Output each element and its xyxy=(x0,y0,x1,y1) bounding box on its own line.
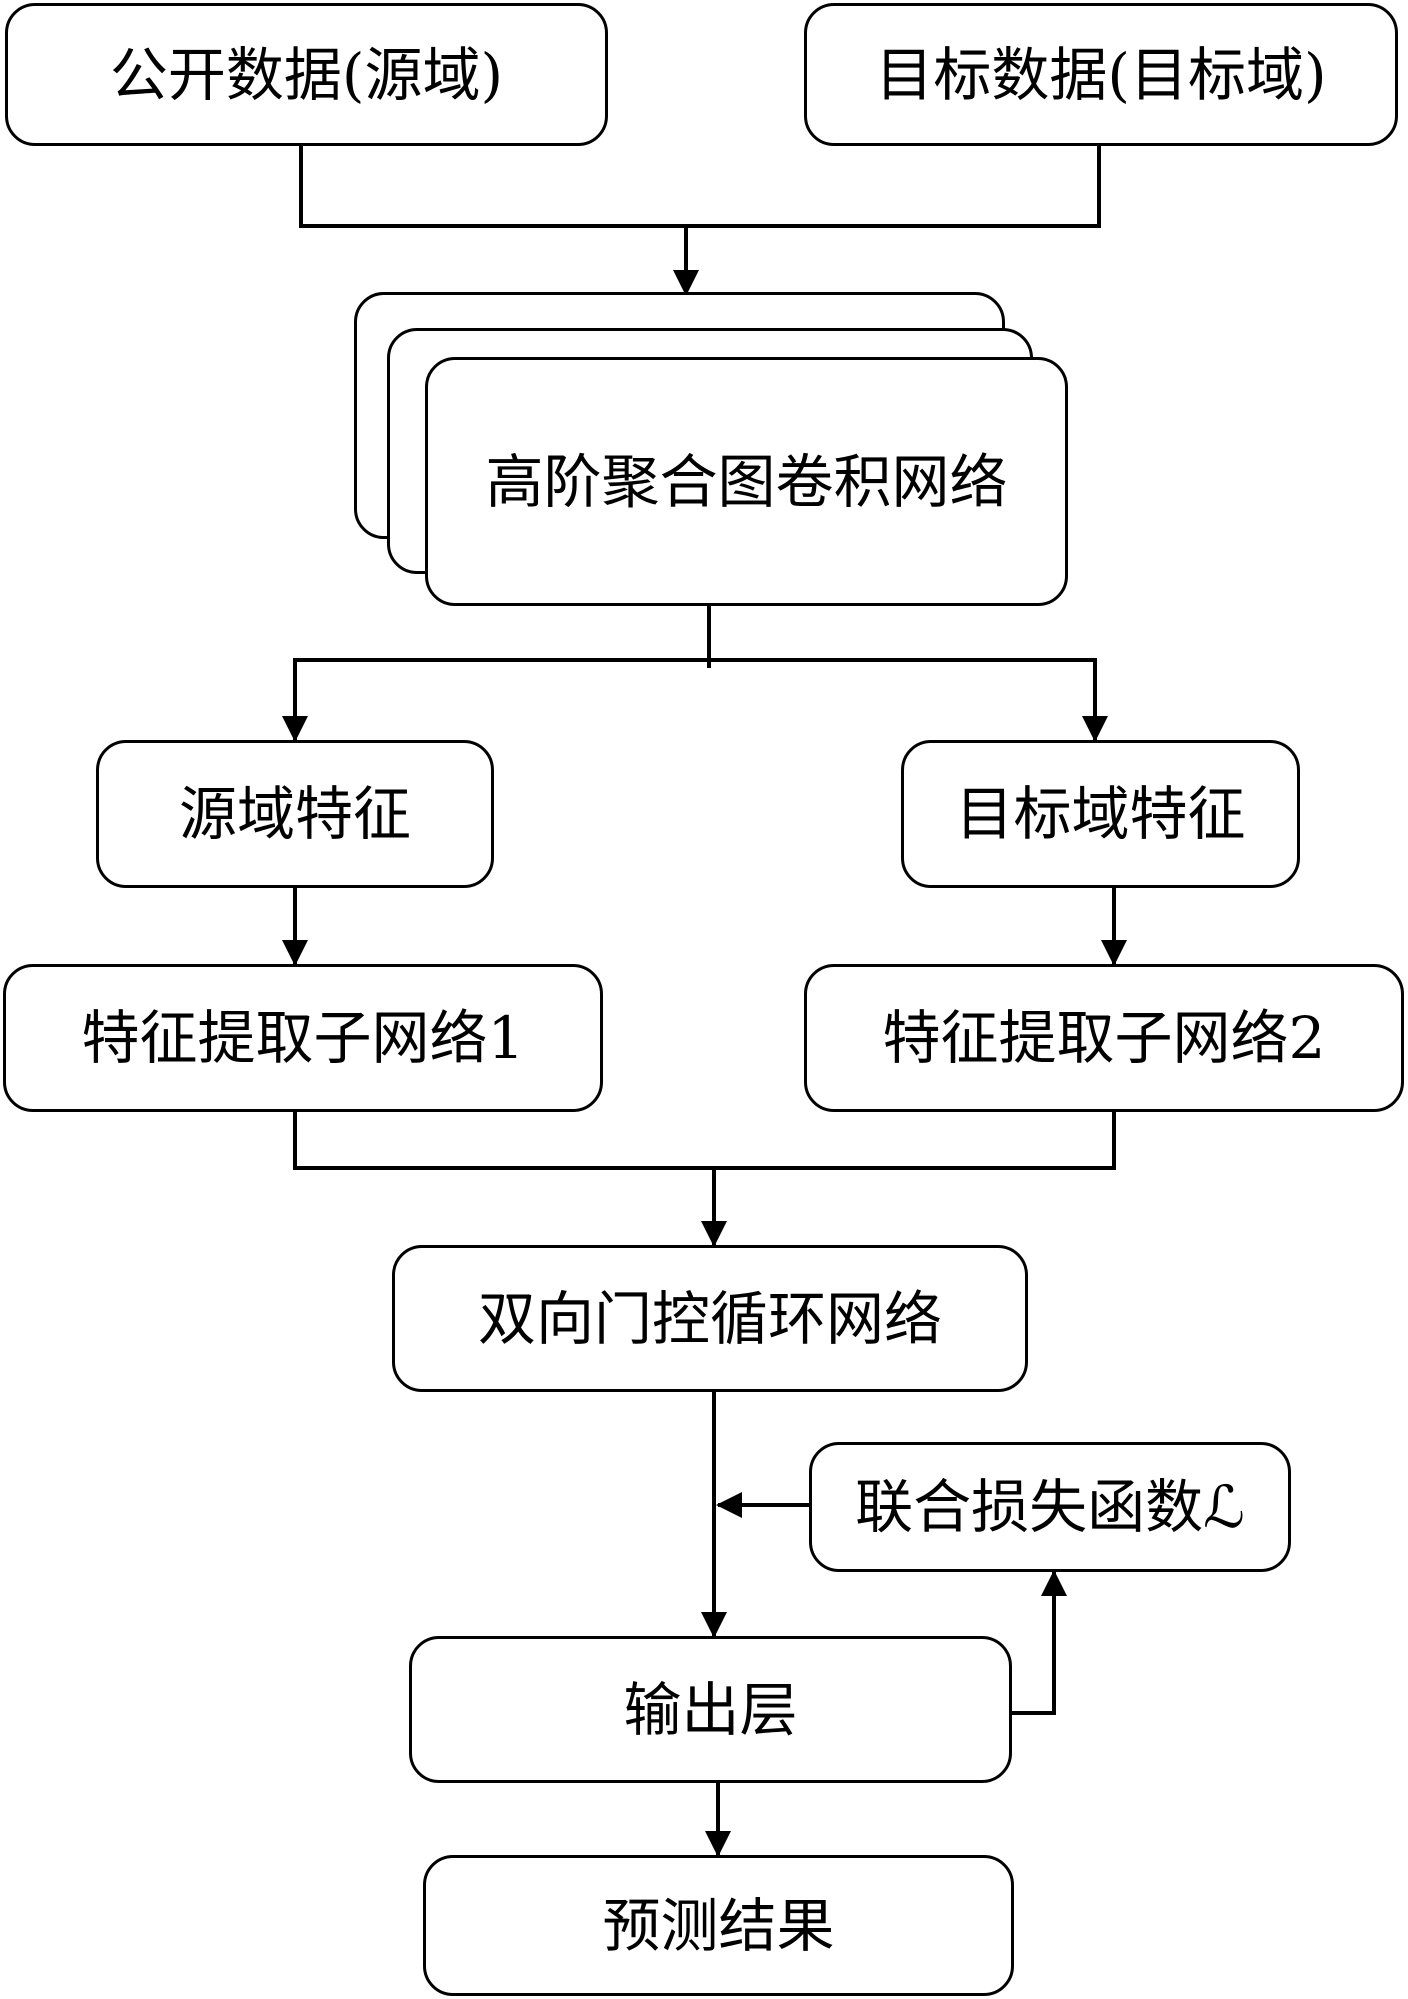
bigru-node: 双向门控循环网络 xyxy=(392,1245,1028,1392)
source-feature-node: 源域特征 xyxy=(96,740,494,888)
gcn-node: 高阶聚合图卷积网络 xyxy=(425,357,1068,606)
edge-extractor-2-to-bigru xyxy=(714,1112,1116,1170)
extractor-2-label: 特征提取子网络2 xyxy=(882,1004,1326,1072)
prediction-label: 预测结果 xyxy=(602,1891,835,1960)
extractor-1-label: 特征提取子网络1 xyxy=(81,1004,525,1072)
source-feature-label: 源域特征 xyxy=(178,780,411,848)
extractor-1-node: 特征提取子网络1 xyxy=(3,964,603,1112)
target-feature-node: 目标域特征 xyxy=(901,740,1300,888)
edge-source-data-to-gcn xyxy=(299,145,686,228)
edge-output-layer-to-joint-loss xyxy=(1012,1570,1067,1715)
edge-gcn-to-source-feature xyxy=(282,658,709,742)
joint-loss-node: 联合损失函数ℒ xyxy=(809,1442,1291,1572)
source-data-label: 公开数据(源域) xyxy=(109,40,504,109)
source-data-node: 公开数据(源域) xyxy=(5,3,608,146)
output-layer-label: 输出层 xyxy=(623,1675,798,1744)
extractor-2-node: 特征提取子网络2 xyxy=(804,964,1404,1112)
prediction-node: 预测结果 xyxy=(423,1855,1014,1996)
gcn-label: 高阶聚合图卷积网络 xyxy=(485,447,1008,516)
target-data-node: 目标数据(目标域) xyxy=(804,3,1398,146)
target-data-label: 目标数据(目标域) xyxy=(875,40,1327,109)
joint-loss-label: 联合损失函数ℒ xyxy=(855,1473,1245,1541)
edge-extractor-1-to-bigru xyxy=(293,1112,714,1170)
edge-gcn-to-target-feature xyxy=(709,658,1108,742)
output-layer-node: 输出层 xyxy=(409,1636,1012,1783)
target-feature-label: 目标域特征 xyxy=(955,780,1246,848)
edge-target-data-to-gcn xyxy=(686,145,1101,228)
bigru-label: 双向门控循环网络 xyxy=(477,1284,942,1353)
